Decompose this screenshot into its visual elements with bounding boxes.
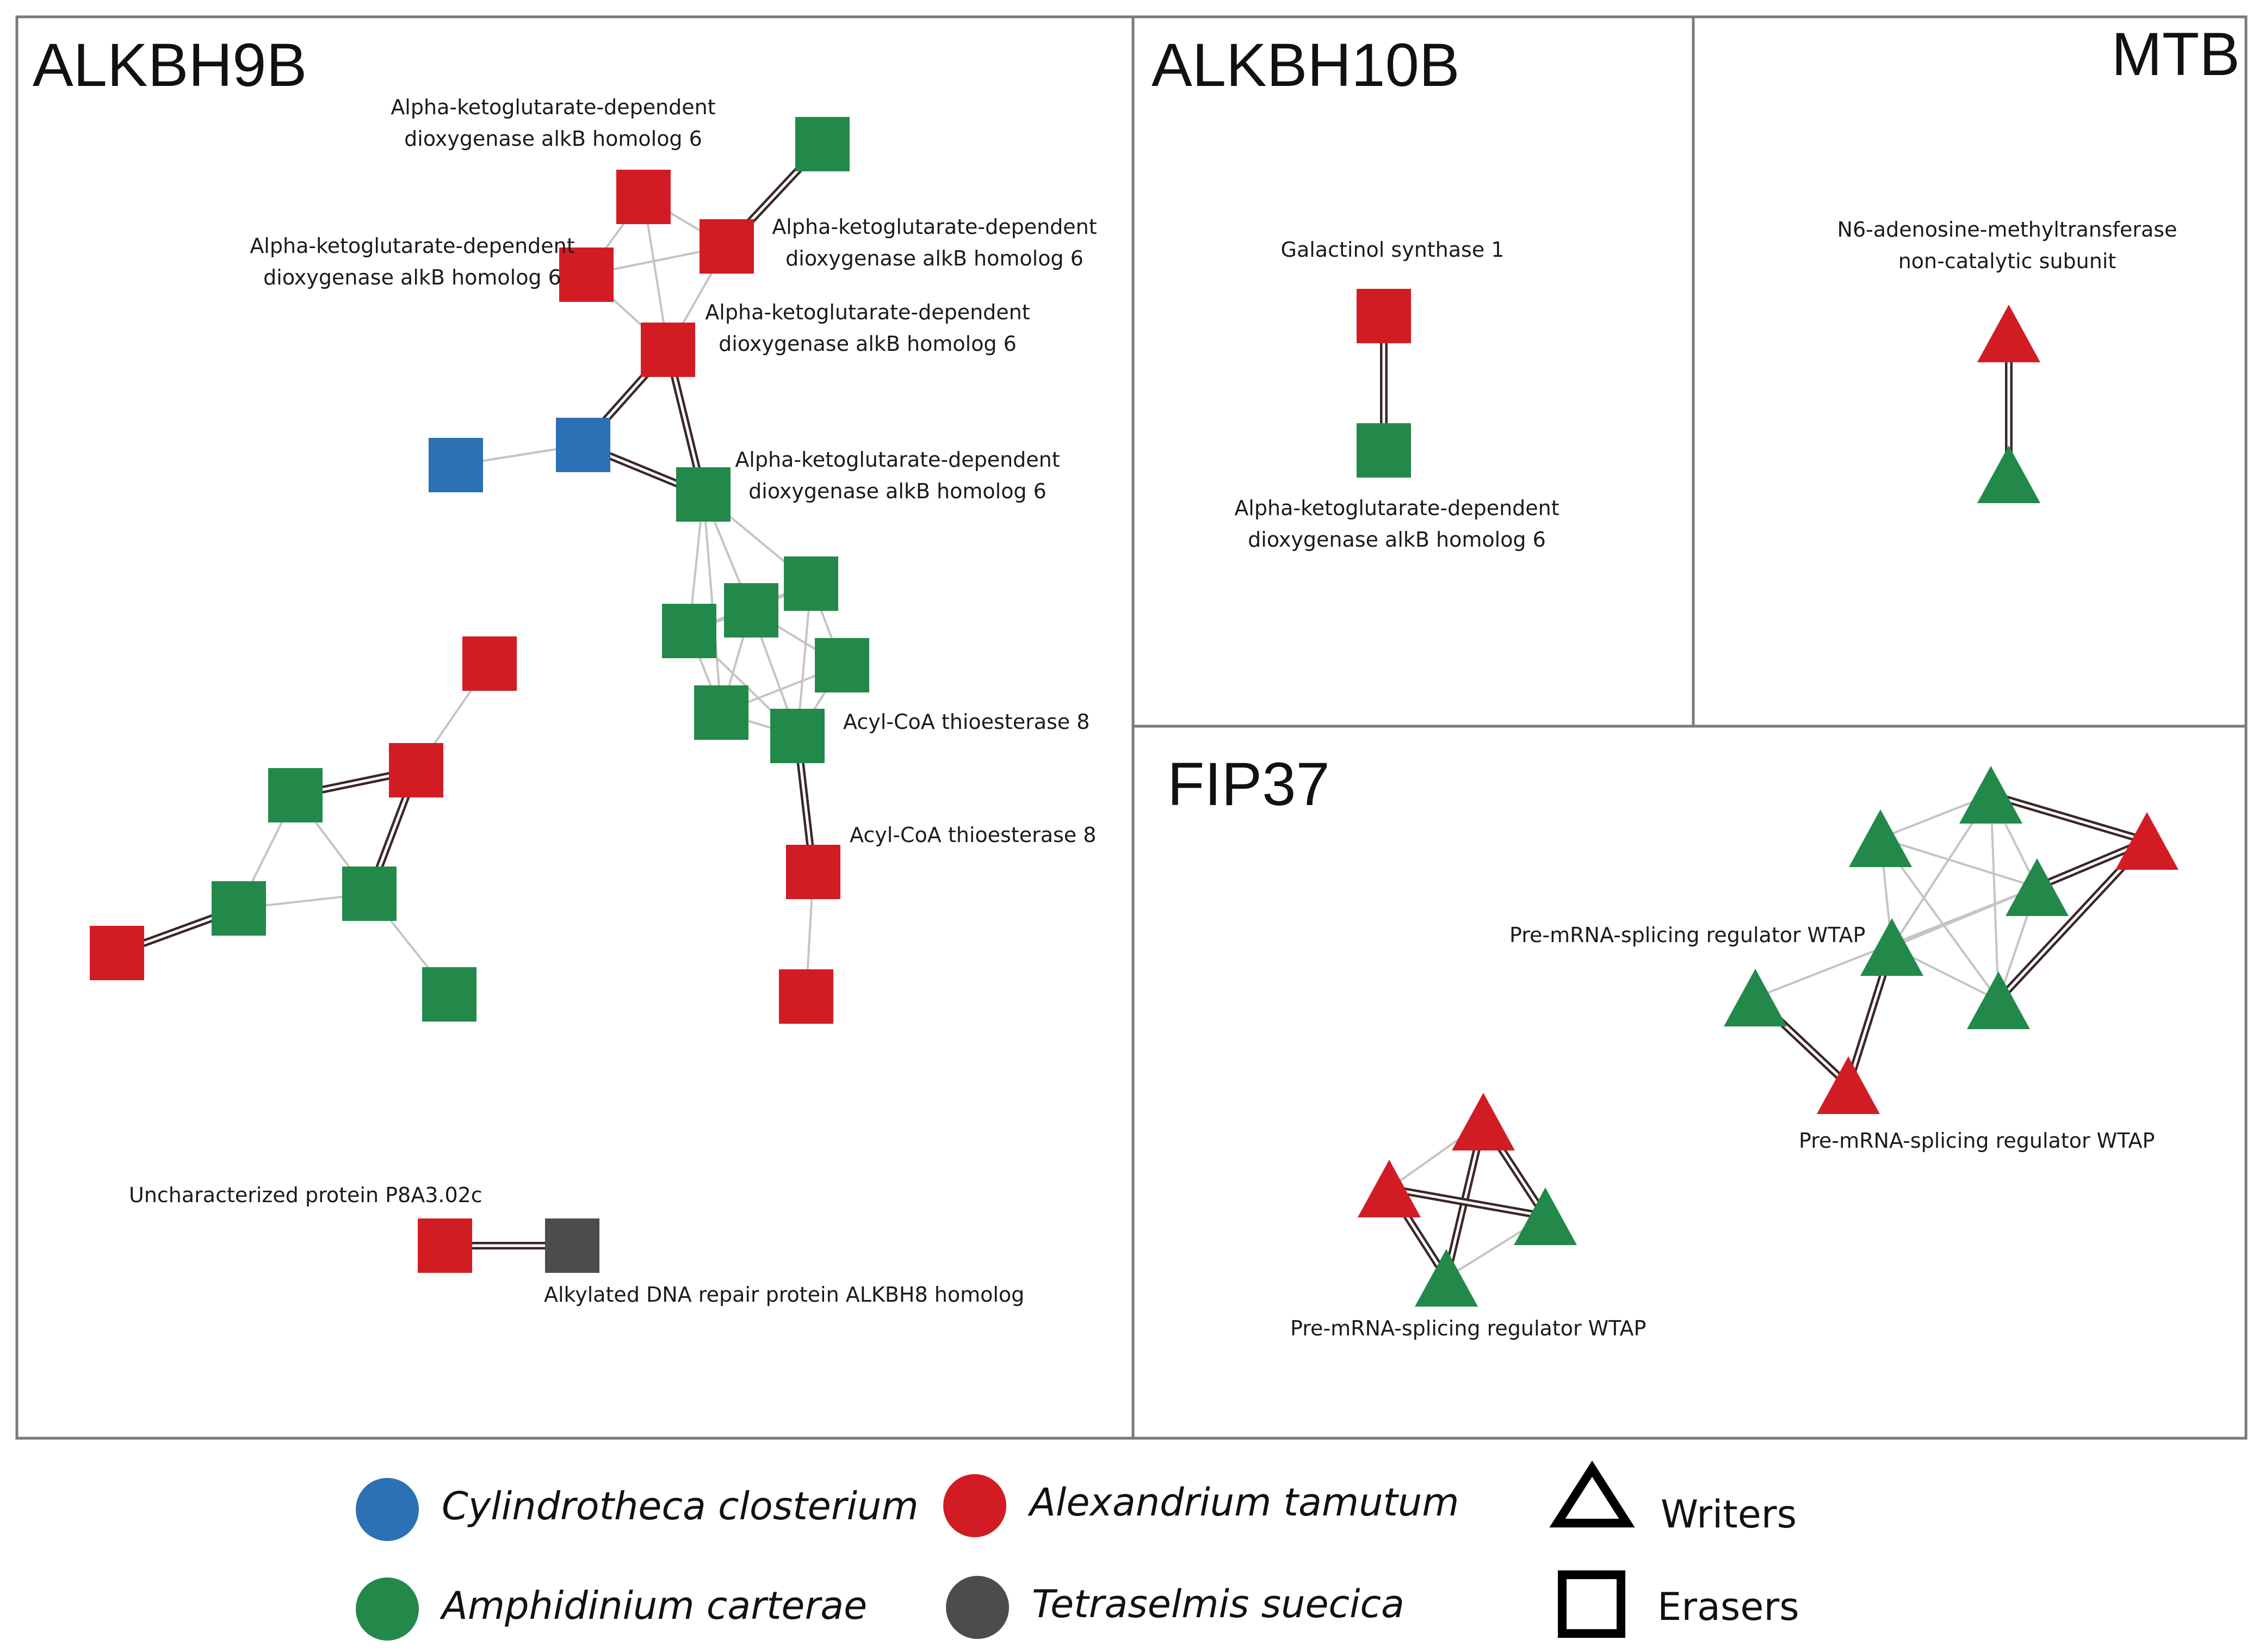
- eraser-square-node: [616, 170, 671, 224]
- eraser-square-node: [795, 117, 850, 171]
- legend-label-alexandrium: Alexandrium tamutum: [1028, 1480, 1459, 1525]
- writer-triangle-node: [1967, 972, 2030, 1029]
- writer-triangle-node: [1977, 446, 2040, 503]
- label-wtap-upper: Pre-mRNA-splicing regulator WTAP: [1509, 923, 1865, 947]
- square-outline-icon: [1558, 1570, 1625, 1638]
- writer-triangle-node: [1959, 766, 2022, 824]
- writer-triangle-node: [1849, 809, 1912, 867]
- eraser-square-node: [212, 881, 266, 936]
- writer-triangle-node: [1452, 1093, 1515, 1150]
- eraser-square-node: [342, 867, 397, 921]
- label-galactinol-synthase: Galactinol synthase 1: [1281, 238, 1505, 262]
- eraser-square-node: [724, 583, 778, 638]
- eraser-square-node: [786, 845, 840, 899]
- eraser-square-node: [422, 967, 476, 1022]
- label-alkbh8-homolog: Alkylated DNA repair protein ALKBH8 homo…: [544, 1283, 1024, 1307]
- eraser-square-node: [641, 323, 695, 377]
- interaction-edge: [1990, 794, 2000, 1001]
- label-wtap-lower: Pre-mRNA-splicing regulator WTAP: [1290, 1316, 1646, 1340]
- network-nodes: [90, 117, 2178, 1307]
- legend-swatch-tetraselmis: [946, 1576, 1009, 1639]
- writer-triangle-node: [1817, 1056, 1880, 1114]
- writer-triangle-node: [2006, 858, 2069, 916]
- eraser-square-node: [389, 743, 443, 797]
- eraser-square-node: [662, 604, 716, 658]
- fip37-labels: Pre-mRNA-splicing regulator WTAP Pre-mRN…: [1290, 923, 2155, 1340]
- writer-triangle-node: [1358, 1160, 1421, 1217]
- legend-swatch-cylindrotheca: [356, 1478, 419, 1541]
- legend-swatch-amphidinium: [356, 1577, 419, 1641]
- eraser-square-node: [429, 438, 483, 492]
- label-uncharacterized-protein: Uncharacterized protein P8A3.02c: [129, 1183, 482, 1207]
- eraser-square-node: [559, 248, 614, 302]
- eraser-square-node: [779, 969, 833, 1024]
- strong-interaction-edge-core: [1990, 793, 2147, 843]
- eraser-square-node: [1357, 289, 1411, 343]
- eraser-square-node: [462, 636, 517, 691]
- writer-triangle-node: [1977, 305, 2040, 362]
- interaction-edge: [1880, 837, 2038, 888]
- eraser-square-node: [815, 638, 869, 692]
- writer-triangle-node: [1860, 918, 1923, 976]
- legend: Cylindrotheca closterium Alexandrium tam…: [356, 1461, 1799, 1641]
- legend-label-writers: Writers: [1661, 1492, 1797, 1537]
- eraser-square-node: [676, 467, 731, 522]
- eraser-square-node: [268, 768, 323, 822]
- interaction-edge: [702, 494, 722, 713]
- legend-label-erasers: Erasers: [1657, 1585, 1799, 1629]
- eraser-square-node: [770, 709, 825, 763]
- panel-title-alkbh9b: ALKBH9B: [33, 31, 307, 99]
- panel-title-mtb: MTB: [2112, 20, 2240, 88]
- writer-triangle-node: [2115, 812, 2178, 870]
- eraser-square-node: [418, 1218, 472, 1273]
- eraser-square-node: [556, 418, 610, 472]
- legend-label-amphidinium: Amphidinium carterae: [440, 1583, 867, 1628]
- writer-triangle-node: [1415, 1249, 1478, 1307]
- eraser-square-node: [784, 556, 838, 611]
- panel-title-alkbh10b: ALKBH10B: [1152, 31, 1460, 99]
- eraser-square-node: [90, 926, 144, 980]
- eraser-square-node: [700, 219, 754, 274]
- strong-interaction-edge-core: [1389, 1187, 1546, 1218]
- legend-label-tetraselmis: Tetraselmis suecica: [1032, 1582, 1404, 1626]
- eraser-square-node: [545, 1218, 599, 1273]
- eraser-square-node: [694, 685, 748, 740]
- panel-title-fip37: FIP37: [1167, 750, 1330, 818]
- label-acyl-coa-thioesterase-red: Acyl-CoA thioesterase 8: [850, 823, 1096, 847]
- alkbh10b-labels: Galactinol synthase 1 Alpha-ketoglutarat…: [1234, 238, 1559, 552]
- eraser-square-node: [1357, 423, 1411, 478]
- legend-label-cylindrotheca: Cylindrotheca closterium: [442, 1484, 919, 1529]
- legend-swatch-alexandrium: [943, 1474, 1006, 1537]
- triangle-outline-icon: [1549, 1461, 1635, 1527]
- label-wtap-right: Pre-mRNA-splicing regulator WTAP: [1799, 1129, 2155, 1153]
- writer-triangle-node: [1514, 1187, 1577, 1245]
- writer-triangle-node: [1724, 969, 1787, 1026]
- label-acyl-coa-thioesterase-green: Acyl-CoA thioesterase 8: [843, 710, 1090, 734]
